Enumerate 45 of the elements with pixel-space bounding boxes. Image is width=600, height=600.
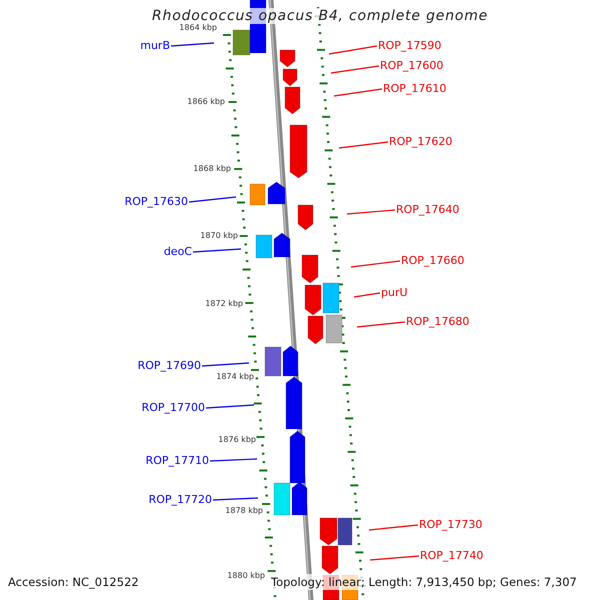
gene-label: ROP_17630	[124, 195, 188, 208]
position-label: 1876 kbp	[218, 435, 256, 445]
gene-label: ROP_17700	[142, 401, 205, 414]
leader-line	[202, 362, 250, 367]
position-label: 1866 kbp	[187, 97, 225, 107]
position-label: 1880 kbp	[227, 571, 265, 581]
leader-line	[350, 260, 400, 268]
leader-line	[354, 292, 380, 298]
position-label: 1870 kbp	[200, 231, 238, 241]
position-label: 1872 kbp	[205, 299, 243, 309]
leader-line	[330, 65, 380, 74]
leader-line	[346, 209, 396, 215]
accession-label: Accession: NC_012522	[8, 574, 139, 590]
gene-label: ROP_17600	[380, 59, 444, 72]
gene-label: deoC	[164, 245, 192, 258]
leader-line	[170, 42, 214, 47]
leader-line	[338, 141, 388, 149]
gene-label: ROP_17660	[401, 254, 464, 267]
genome-info-label: Topology: linear; Length: 7,913,450 bp; Genes: 7,307	[271, 574, 577, 590]
leader-line	[188, 196, 236, 203]
leader-line	[334, 88, 382, 97]
leader-line	[212, 497, 258, 501]
gene-label: ROP_17710	[146, 454, 209, 467]
gene-label: murB	[140, 39, 170, 52]
gene-label: ROP_17720	[148, 493, 212, 506]
gene-label: ROP_17730	[419, 518, 482, 531]
gene-label: ROP_17680	[406, 315, 470, 328]
position-label: 1864 kbp	[179, 23, 217, 33]
leader-line	[368, 524, 418, 531]
position-label: 1874 kbp	[216, 372, 254, 382]
leader-line	[206, 404, 254, 409]
leader-line	[370, 555, 420, 561]
leader-line	[192, 248, 242, 253]
gene-label: ROP_17610	[383, 82, 446, 95]
leader-line	[328, 45, 378, 55]
gene-label: ROP_17640	[396, 203, 460, 216]
position-label: 1868 kbp	[193, 164, 231, 174]
gene-label: ROP_17740	[420, 549, 484, 562]
leader-line	[210, 458, 258, 462]
gene-label: ROP_17620	[389, 135, 452, 148]
leader-line	[356, 321, 406, 328]
gene-label: purU	[381, 286, 408, 299]
position-label: 1878 kbp	[225, 506, 263, 516]
gene-label: ROP_17690	[138, 359, 201, 372]
gene-label: ROP_17590	[378, 39, 442, 52]
